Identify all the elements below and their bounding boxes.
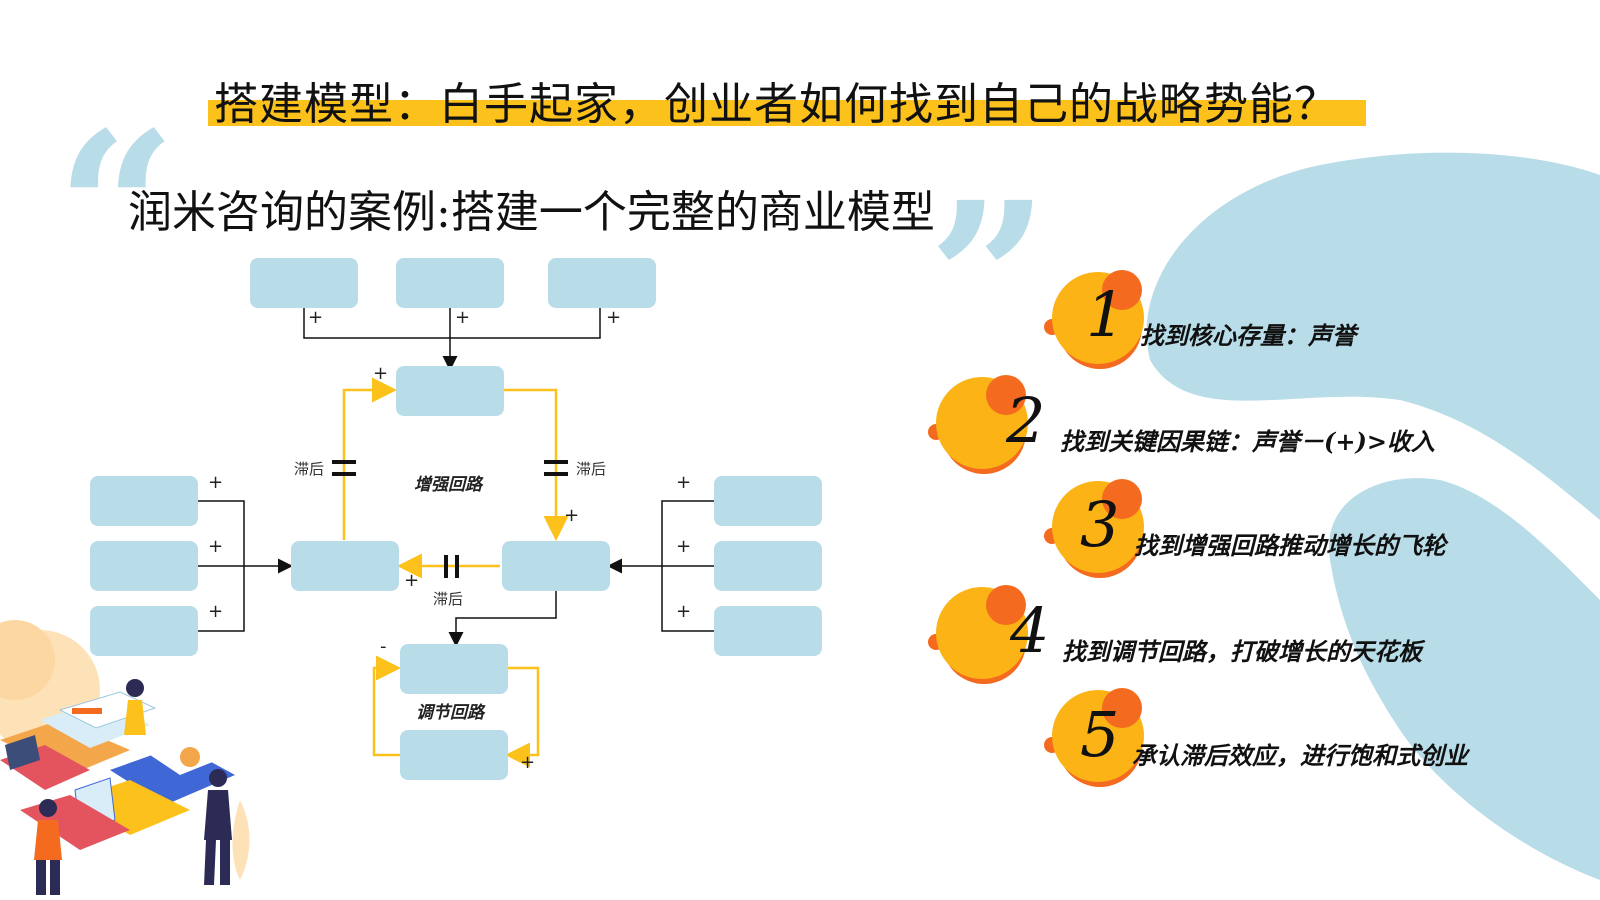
sign-left-1: + (208, 472, 224, 493)
page-title: 搭建模型：白手起家，创业者如何找到自己的战略势能？ (214, 79, 1339, 130)
step-3-circle (1044, 479, 1144, 578)
left-input-box-3 (90, 606, 198, 656)
open-quote-mark: “ (56, 86, 177, 333)
sign-center-top: + (373, 363, 389, 384)
step-4-text: 找到调节回路，打破增长的天花板 (1062, 637, 1422, 666)
step-2-number: 2 (1006, 384, 1046, 457)
step-2-text: 找到关键因果链：声誉－(+)>收入 (1060, 427, 1435, 456)
team-illustration (0, 620, 250, 895)
top-inputs-connector (303, 308, 601, 371)
balancing-loop-label: 调节回路 (416, 703, 484, 723)
step-3-number: 3 (1080, 488, 1120, 561)
left-input-box-1 (90, 476, 198, 526)
left-middle-box (291, 541, 399, 591)
right-input-box-3 (714, 606, 822, 656)
page-subtitle: 润米咨询的案例:搭建一个完整的商业模型 (128, 187, 935, 238)
title-highlight-bar (208, 100, 1366, 126)
center-top-box (396, 366, 504, 416)
top-input-box-2 (396, 258, 504, 308)
top-input-box-1 (250, 258, 358, 308)
sign-regulation-plus: + (520, 752, 536, 773)
step-5-text: 承认滞后效应，进行饱和式创业 (1132, 741, 1468, 770)
close-quote-mark: ” (928, 156, 1049, 403)
sign-regulation-minus: - (380, 636, 387, 657)
reinforcing-loop-label: 增强回路 (414, 475, 482, 495)
reinforcing-loop-connector (342, 377, 569, 768)
title-block: 搭建模型：白手起家，创业者如何找到自己的战略势能？ (208, 66, 1366, 130)
step-1-number: 1 (1086, 278, 1126, 351)
blue-blob-right (1328, 478, 1600, 880)
step-5-number: 5 (1080, 698, 1120, 771)
delay-label-left: 滞后 (294, 460, 325, 478)
right-middle-box (502, 541, 610, 591)
step-4-circle (928, 585, 1028, 684)
regulation-top-box (400, 644, 508, 694)
sign-right-2: + (676, 536, 692, 557)
step-1-text: 找到核心存量：声誉 (1140, 321, 1356, 350)
regulation-bottom-box (400, 730, 508, 780)
sign-top-3: + (606, 307, 622, 328)
sign-bottom-mid: + (404, 570, 420, 591)
delay-marks (332, 460, 568, 578)
sign-right-down: + (564, 505, 580, 526)
to-regulation-connector (448, 590, 557, 647)
right-inputs-connector (607, 500, 714, 632)
top-input-box-3 (548, 258, 656, 308)
right-input-box-1 (714, 476, 822, 526)
sign-top-2: + (455, 307, 471, 328)
sign-right-1: + (676, 472, 692, 493)
step-2-circle (928, 375, 1028, 474)
left-input-box-2 (90, 541, 198, 591)
sign-left-3: + (208, 601, 224, 622)
sign-right-3: + (676, 601, 692, 622)
step-3-text: 找到增强回路推动增长的飞轮 (1134, 531, 1446, 560)
blue-blob-top (1146, 152, 1600, 520)
delay-label-right: 滞后 (576, 460, 607, 478)
step-5-circle (1044, 688, 1144, 787)
delay-label-bottom: 滞后 (433, 590, 464, 608)
left-inputs-connector (198, 500, 293, 632)
step-1-circle (1044, 270, 1144, 369)
sign-left-2: + (208, 536, 224, 557)
sign-top-1: + (308, 307, 324, 328)
step-4-number: 4 (1010, 594, 1050, 667)
right-input-box-2 (714, 541, 822, 591)
